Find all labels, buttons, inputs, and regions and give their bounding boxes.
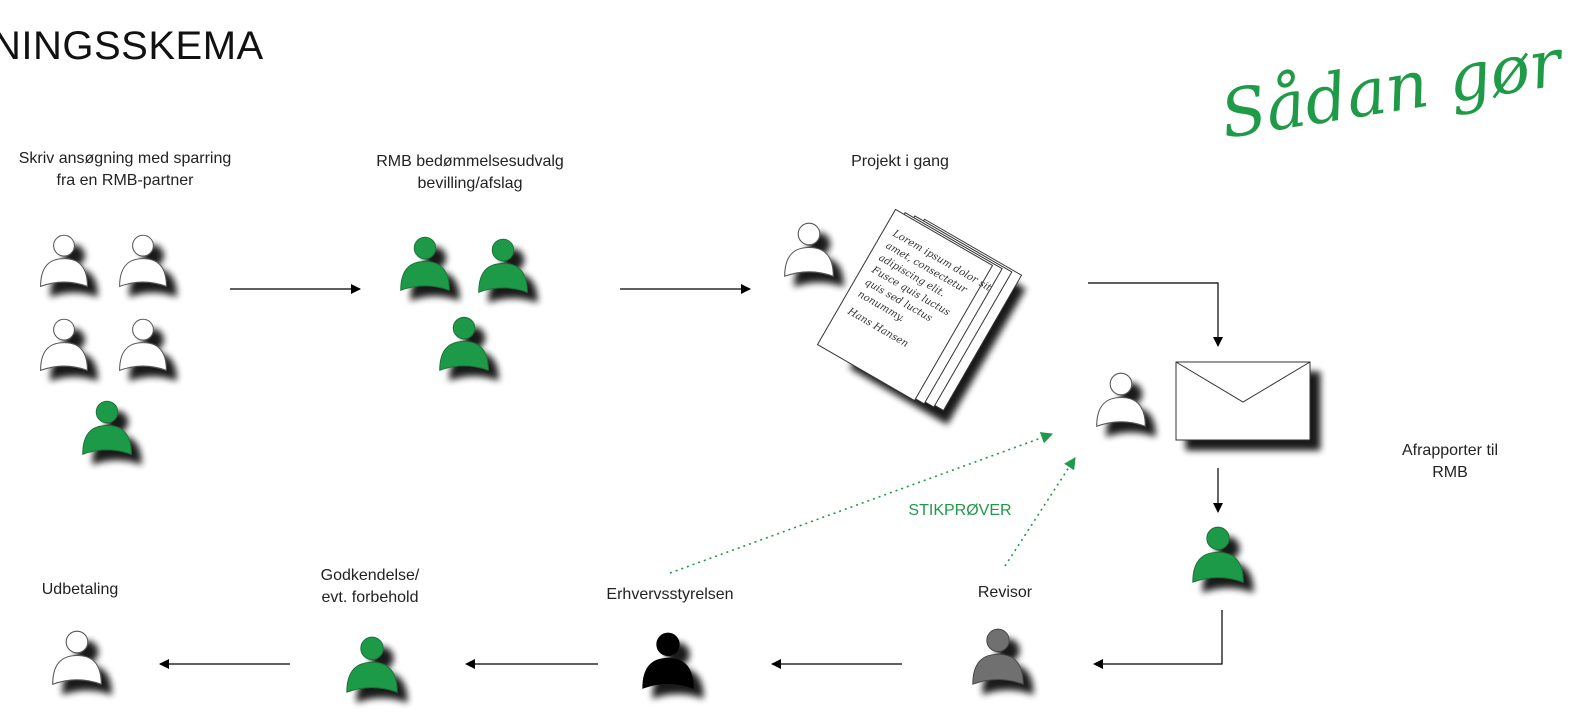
person-gray-icon: [972, 628, 1024, 685]
flow-arrows: [159, 282, 1223, 669]
stikprover-label: STIKPRØVER: [908, 502, 1012, 519]
step2-label: RMB bedømmelsesudvalg bevilling/afslag: [360, 151, 580, 195]
step7-label-line1: Godkendelse/: [320, 567, 420, 584]
step2-label-line1: RMB bedømmelsesudvalg: [376, 153, 564, 170]
step1-label-line2: fra en RMB-partner: [56, 172, 194, 189]
person-green-icon: [346, 636, 398, 693]
person-white-icon: [52, 630, 102, 685]
step1-label: Skriv ansøgning med sparring fra en RMB-…: [5, 148, 245, 192]
step5-label-line1: Revisor: [977, 584, 1033, 601]
person-white-icon: [1096, 372, 1146, 427]
person-white-icon: [119, 318, 167, 371]
step6-label-line1: Erhvervsstyrelsen: [606, 586, 734, 603]
person-black-icon: [642, 632, 694, 689]
arrow-step3-step4: [1088, 282, 1223, 347]
step1-people: [40, 234, 167, 455]
stikprover-arrows: [669, 432, 1076, 574]
step6-label: Erhvervsstyrelsen: [590, 584, 750, 606]
project-documents: Lorem ipsum dolor sit amet, consectetur …: [816, 208, 1023, 412]
step2-label-line2: bevilling/afslag: [417, 175, 523, 192]
person-green-icon: [439, 316, 489, 371]
step8-label: Udbetaling: [20, 579, 140, 601]
step4-label-line2: RMB: [1432, 464, 1468, 481]
step3-label: Projekt i gang: [820, 151, 980, 173]
envelope-icon: [1175, 361, 1311, 441]
step5-label: Revisor: [950, 582, 1060, 604]
person-white-icon: [40, 234, 88, 287]
logo-sadan-gor-du: Sådan gør du!: [1225, 20, 1575, 154]
step2-people: [400, 236, 528, 371]
step4-label-line1: Afrapporter til: [1401, 442, 1499, 459]
person-white-icon: [119, 234, 167, 287]
person-green-icon: [1192, 526, 1244, 583]
step7-label: Godkendelse/ evt. forbehold: [300, 565, 440, 609]
dotted-arrow-erhvervsstyrelsen: [669, 432, 1054, 574]
step7-label-line2: evt. forbehold: [321, 589, 419, 606]
step4-label: Afrapporter til RMB: [1380, 440, 1520, 484]
person-green-icon: [400, 236, 450, 291]
dotted-arrow-revisor: [1004, 456, 1076, 567]
person-white-icon: [784, 222, 834, 277]
page-title: NINGSSKEMA: [0, 24, 264, 68]
person-green-icon: [82, 400, 132, 455]
step3-label-line1: Projekt i gang: [851, 153, 949, 170]
step1-label-line1: Skriv ansøgning med sparring: [18, 150, 232, 167]
arrow-to-revisor: [1093, 610, 1223, 669]
step8-label-line1: Udbetaling: [41, 581, 119, 598]
person-white-icon: [40, 318, 88, 371]
person-green-icon: [478, 238, 528, 293]
